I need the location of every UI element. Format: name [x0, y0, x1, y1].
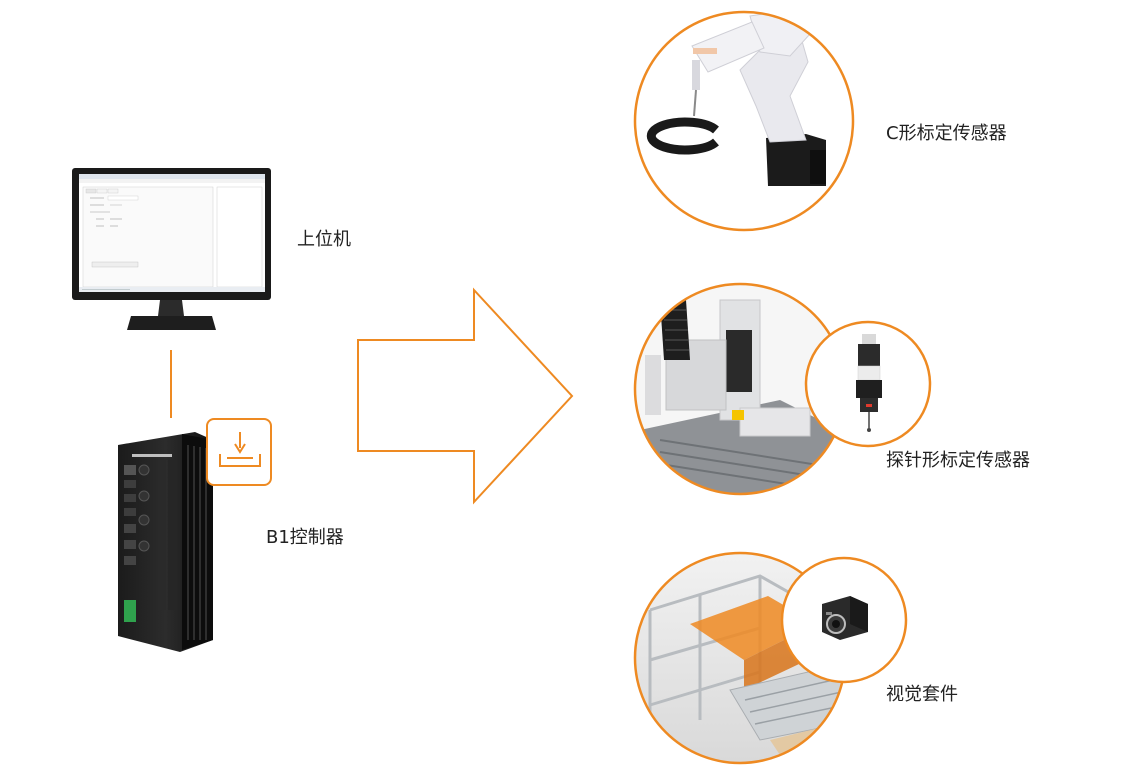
probe-sensor-image — [633, 282, 932, 496]
controller-box — [118, 432, 213, 652]
camera-icon — [822, 596, 868, 640]
monitor — [72, 168, 271, 330]
probe-icon — [856, 334, 882, 432]
label-host-pc: 上位机 — [297, 229, 351, 250]
c-sensor-image — [633, 10, 855, 232]
label-probe-sensor: 探针形标定传感器 — [886, 450, 1030, 471]
sensor-badge-icon — [206, 418, 272, 486]
label-controller: B1控制器 — [266, 527, 344, 548]
label-c-sensor: C形标定传感器 — [886, 123, 1007, 144]
label-vision-kit: 视觉套件 — [886, 684, 958, 705]
vision-kit-image — [633, 551, 908, 765]
arrow-right — [357, 287, 574, 505]
